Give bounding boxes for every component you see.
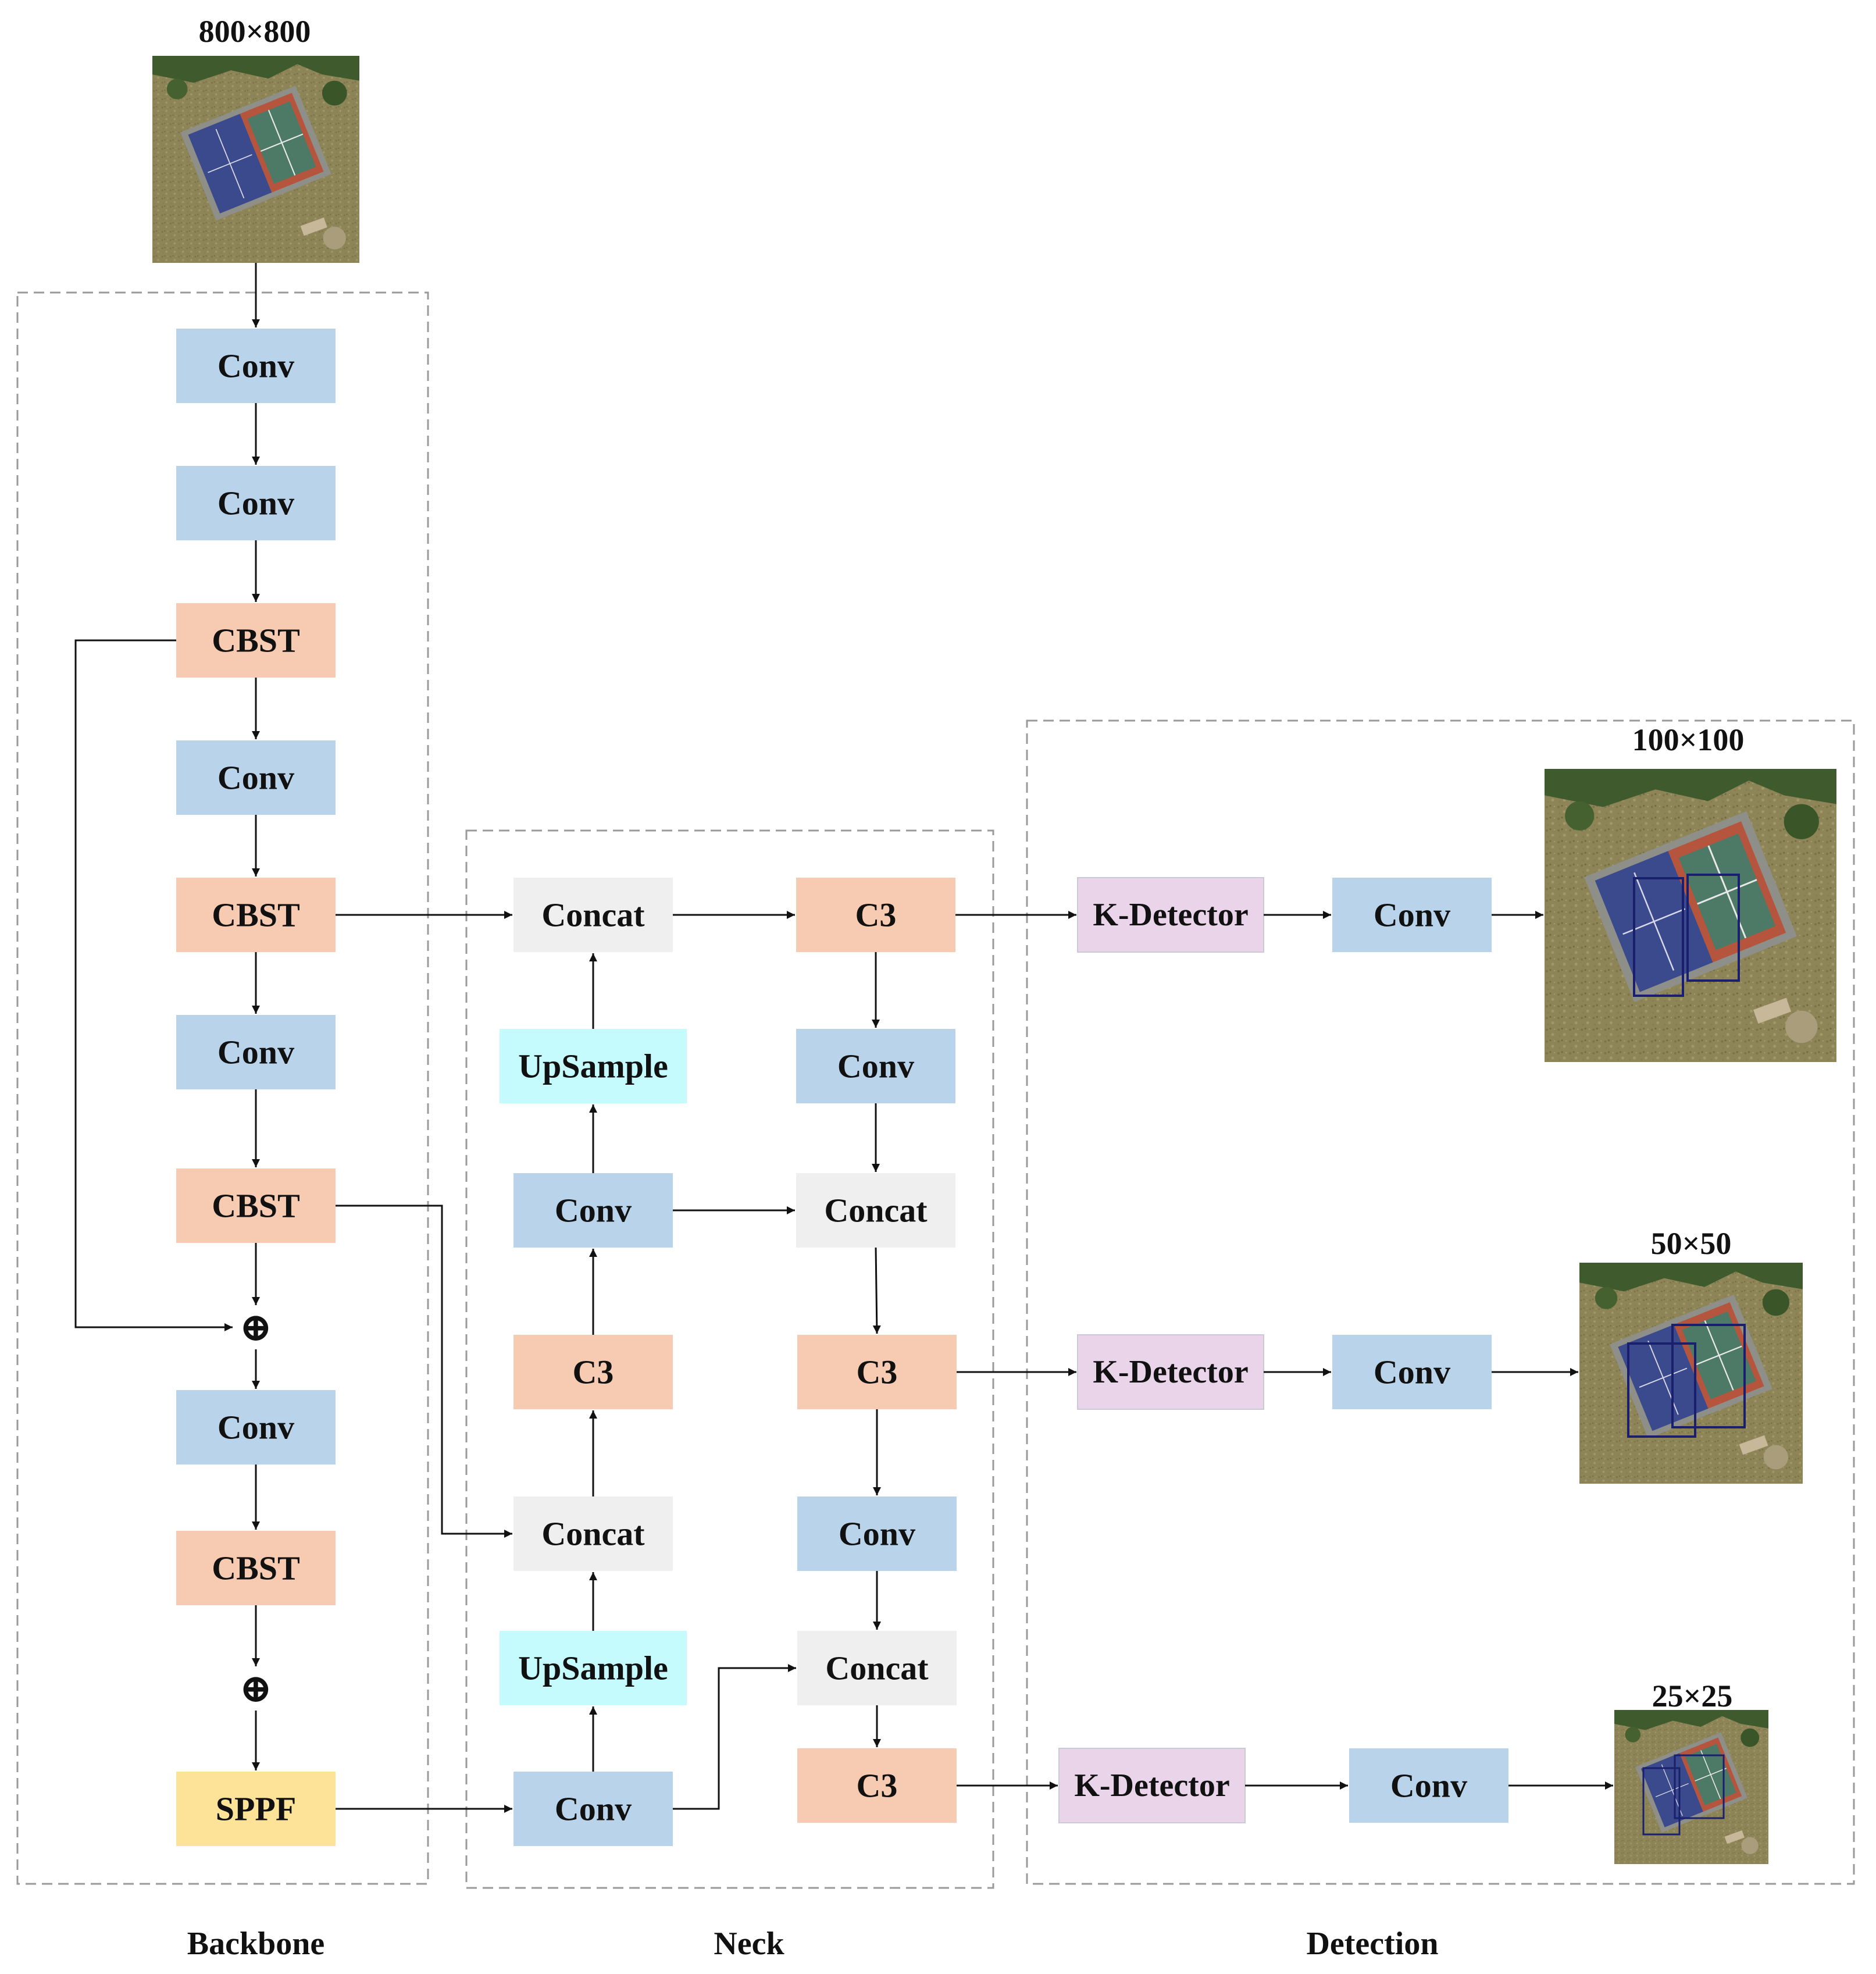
svg-text:C3: C3 — [573, 1353, 614, 1391]
input-image — [152, 56, 359, 263]
neck-c3-mid: C3 — [797, 1335, 957, 1409]
output-size-label-1: 100×100 — [1632, 722, 1745, 757]
section-label-detection: Detection — [1306, 1926, 1438, 1962]
backbone-conv-4: Conv — [176, 1015, 336, 1089]
svg-text:UpSample: UpSample — [518, 1047, 668, 1085]
detection-kdetector-2: K-Detector — [1077, 1334, 1264, 1410]
input-size-label: 800×800 — [199, 14, 311, 49]
svg-text:UpSample: UpSample — [518, 1649, 668, 1687]
backbone-conv-3: Conv — [176, 740, 336, 815]
svg-text:Conv: Conv — [217, 1409, 294, 1446]
neck-conv-1: Conv — [513, 1173, 673, 1248]
svg-text:C3: C3 — [857, 1767, 898, 1805]
add-icon: ⊕ — [240, 1666, 273, 1711]
svg-text:Conv: Conv — [217, 347, 294, 385]
backbone-conv-1: Conv — [176, 329, 336, 403]
svg-text:Conv: Conv — [837, 1047, 914, 1085]
detection-conv-1: Conv — [1332, 878, 1492, 952]
detection-arrows — [955, 911, 1613, 1790]
detection-frame — [1026, 719, 1855, 1885]
neck-frame — [465, 829, 994, 1889]
neck-conv-3: Conv — [796, 1029, 955, 1103]
svg-text:Conv: Conv — [555, 1790, 632, 1828]
svg-text:Conv: Conv — [217, 759, 294, 797]
output-size-label-3: 25×25 — [1652, 1679, 1733, 1713]
svg-text:CBST: CBST — [212, 1549, 300, 1587]
svg-text:Conv: Conv — [1374, 896, 1450, 934]
neck-upsample-2: UpSample — [500, 1631, 687, 1705]
neck-conv-4: Conv — [797, 1496, 957, 1571]
svg-text:Conv: Conv — [217, 484, 294, 522]
svg-text:Conv: Conv — [1390, 1767, 1467, 1805]
detection-kdetector-1: K-Detector — [1077, 877, 1264, 953]
svg-text:Concat: Concat — [824, 1192, 928, 1230]
svg-text:Concat: Concat — [541, 896, 645, 934]
backbone-cbst-2: CBST — [176, 878, 336, 952]
neck-conv-2: Conv — [513, 1772, 673, 1846]
neck-c3-bot: C3 — [797, 1748, 957, 1823]
detection-conv-2: Conv — [1332, 1335, 1492, 1409]
svg-text:Conv: Conv — [839, 1515, 915, 1553]
svg-text:K-Detector: K-Detector — [1093, 1354, 1248, 1390]
svg-text:Conv: Conv — [217, 1034, 294, 1071]
neck-concat-3: Concat — [796, 1173, 955, 1248]
neck-c3-1: C3 — [513, 1335, 673, 1409]
backbone-cbst-3: CBST — [176, 1168, 336, 1243]
svg-text:Concat: Concat — [825, 1649, 929, 1687]
svg-text:Concat: Concat — [541, 1515, 645, 1553]
svg-text:C3: C3 — [857, 1353, 898, 1391]
svg-text:SPPF: SPPF — [216, 1790, 297, 1828]
add-icon: ⊕ — [240, 1305, 273, 1349]
backbone-conv-2: Conv — [176, 466, 336, 540]
svg-text:K-Detector: K-Detector — [1093, 897, 1248, 933]
svg-text:C3: C3 — [855, 896, 897, 934]
neck-upsample-1: UpSample — [500, 1029, 687, 1103]
svg-text:CBST: CBST — [212, 1187, 300, 1225]
neck-concat-2: Concat — [513, 1496, 673, 1571]
backbone-cbst-4: CBST — [176, 1531, 336, 1605]
detection-kdetector-3: K-Detector — [1058, 1748, 1246, 1823]
backbone-sppf: SPPF — [176, 1772, 336, 1846]
output-image-2 — [1579, 1263, 1803, 1484]
backbone-arrows — [74, 263, 260, 1770]
neck-concat-4: Concat — [797, 1631, 957, 1705]
section-label-backbone: Backbone — [187, 1926, 325, 1962]
neck-arrows — [336, 911, 881, 1813]
svg-text:Conv: Conv — [1374, 1353, 1450, 1391]
svg-text:K-Detector: K-Detector — [1074, 1768, 1229, 1804]
output-size-label-2: 50×50 — [1651, 1226, 1732, 1261]
detection-conv-3: Conv — [1349, 1748, 1508, 1823]
output-image-3 — [1614, 1710, 1768, 1864]
svg-text:Conv: Conv — [555, 1192, 632, 1230]
svg-text:CBST: CBST — [212, 622, 300, 660]
backbone-cbst-1: CBST — [176, 603, 336, 678]
section-label-neck: Neck — [714, 1926, 784, 1962]
svg-text:CBST: CBST — [212, 896, 300, 934]
backbone-conv-5: Conv — [176, 1390, 336, 1465]
neck-c3-top: C3 — [796, 878, 955, 952]
neck-concat-1: Concat — [513, 878, 673, 952]
output-image-1 — [1545, 769, 1836, 1062]
backbone-frame — [16, 291, 429, 1885]
